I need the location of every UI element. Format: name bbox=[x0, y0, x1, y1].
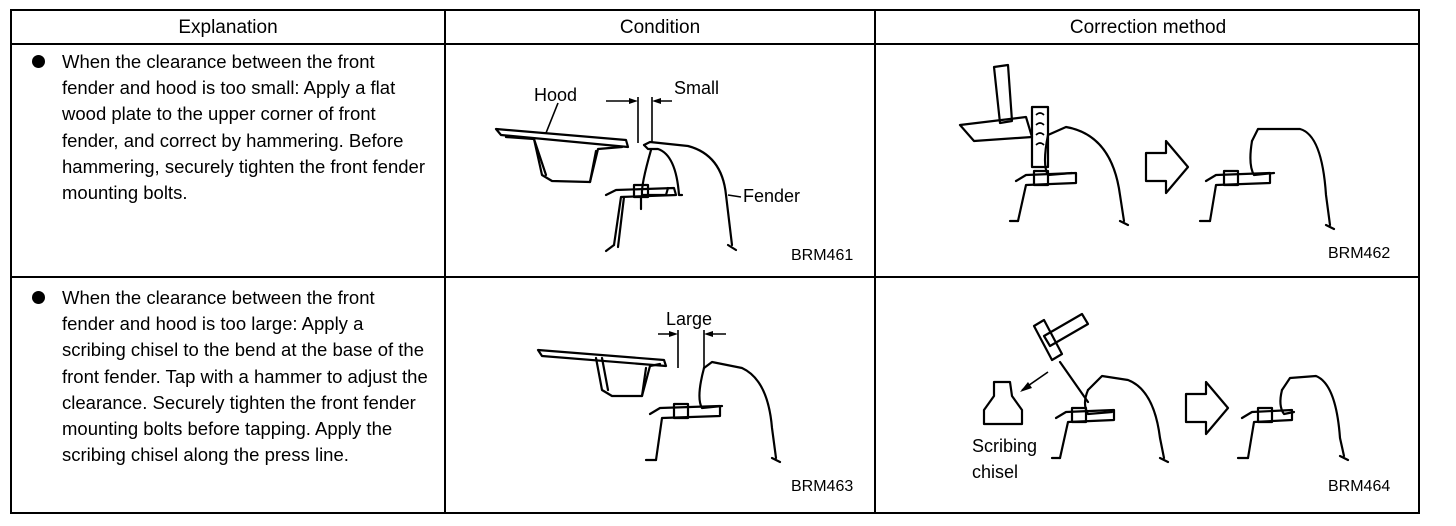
hammer-icon bbox=[958, 115, 1034, 143]
bolt-icon bbox=[1070, 406, 1088, 424]
row2-explanation: When the clearance between the front fen… bbox=[32, 285, 432, 468]
feet bbox=[644, 456, 782, 464]
clearance-dimension bbox=[637, 97, 653, 143]
bolt-icon bbox=[1222, 169, 1240, 187]
corrected-bracket bbox=[1240, 408, 1294, 460]
leader-line bbox=[727, 194, 742, 198]
hood-inner-channel bbox=[532, 137, 598, 184]
chisel-label-line2: chisel bbox=[972, 462, 1018, 482]
scribing-chisel-icon bbox=[982, 380, 1024, 426]
row2-condition-figure: Large BRM463 bbox=[536, 309, 853, 495]
corrected-fender-flange bbox=[1279, 388, 1296, 416]
corrected-bracket bbox=[1204, 171, 1272, 223]
bolt-icon bbox=[672, 402, 690, 420]
feet bbox=[1050, 456, 1170, 464]
arrow-icon bbox=[629, 98, 661, 104]
clearance-dimension bbox=[677, 330, 705, 368]
leader-line bbox=[545, 102, 559, 134]
correction-table: Explanation Condition Correction method … bbox=[10, 9, 1420, 514]
fender-panel bbox=[1086, 374, 1166, 460]
column-divider bbox=[874, 11, 876, 512]
header-condition: Condition bbox=[619, 16, 701, 38]
bolt-icon bbox=[1256, 406, 1274, 424]
feet bbox=[1236, 454, 1350, 462]
bullet-icon bbox=[32, 291, 45, 304]
figure-code: BRM464 bbox=[1328, 478, 1390, 495]
fender-foot bbox=[726, 243, 738, 252]
row2-correction-figure: Scribing chisel BRM464 bbox=[972, 312, 1390, 495]
scribing-chisel bbox=[1058, 360, 1090, 404]
mounting-bracket bbox=[648, 404, 722, 462]
feet bbox=[1008, 219, 1130, 227]
mounting-bracket bbox=[604, 186, 678, 247]
hood-inner-channel bbox=[594, 356, 662, 398]
corrected-fender-flange bbox=[1249, 139, 1276, 177]
corrected-fender-panel bbox=[1280, 374, 1346, 458]
hammer-icon bbox=[1042, 312, 1090, 348]
row2-explanation-text: When the clearance between the front fen… bbox=[62, 287, 428, 466]
bullet-icon bbox=[32, 55, 45, 68]
fender-flange bbox=[642, 143, 684, 197]
arrow-icon bbox=[1020, 382, 1032, 392]
small-label: Small bbox=[674, 78, 719, 98]
figure-code: BRM461 bbox=[791, 247, 853, 264]
wood-plate bbox=[1035, 112, 1045, 146]
fender-flange bbox=[698, 366, 724, 410]
hood-inner-channel bbox=[600, 356, 648, 398]
mounting-bracket bbox=[604, 195, 626, 253]
mounting-bracket bbox=[1014, 171, 1078, 223]
large-label: Large bbox=[666, 309, 712, 329]
header-explanation: Explanation bbox=[178, 16, 278, 38]
hammer-icon bbox=[1032, 318, 1064, 362]
fender-panel bbox=[642, 140, 734, 247]
fender-flange bbox=[1083, 388, 1114, 416]
hood-outer-panel bbox=[536, 348, 668, 368]
hood-outer-panel bbox=[494, 127, 630, 149]
header-divider bbox=[12, 43, 1418, 45]
hood-label: Hood bbox=[534, 85, 577, 105]
hammer-icon bbox=[992, 63, 1014, 125]
arrow-icon bbox=[669, 331, 713, 337]
bolt-icon bbox=[1032, 169, 1050, 187]
row1-condition-figure: Hood Small Fender BRM461 bbox=[494, 78, 853, 264]
row1-explanation-text: When the clearance between the front fen… bbox=[62, 51, 425, 204]
corrected-fender-panel bbox=[1250, 127, 1332, 227]
next-step-arrow-icon bbox=[1144, 139, 1190, 195]
feet bbox=[1198, 219, 1336, 231]
mounting-bracket bbox=[1054, 408, 1116, 460]
fender-panel bbox=[702, 360, 778, 460]
row1-explanation: When the clearance between the front fen… bbox=[32, 49, 432, 206]
chisel-label-line1: Scribing bbox=[972, 436, 1037, 456]
next-step-arrow-icon bbox=[1184, 380, 1230, 436]
row-divider bbox=[12, 276, 1418, 278]
fender-label: Fender bbox=[743, 186, 800, 206]
column-divider bbox=[444, 11, 446, 512]
figure-code: BRM463 bbox=[791, 478, 853, 495]
header-correction-method: Correction method bbox=[1069, 16, 1227, 38]
row1-correction-figure: BRM462 bbox=[958, 63, 1390, 262]
figure-code: BRM462 bbox=[1328, 245, 1390, 262]
fender-panel bbox=[1046, 125, 1126, 223]
